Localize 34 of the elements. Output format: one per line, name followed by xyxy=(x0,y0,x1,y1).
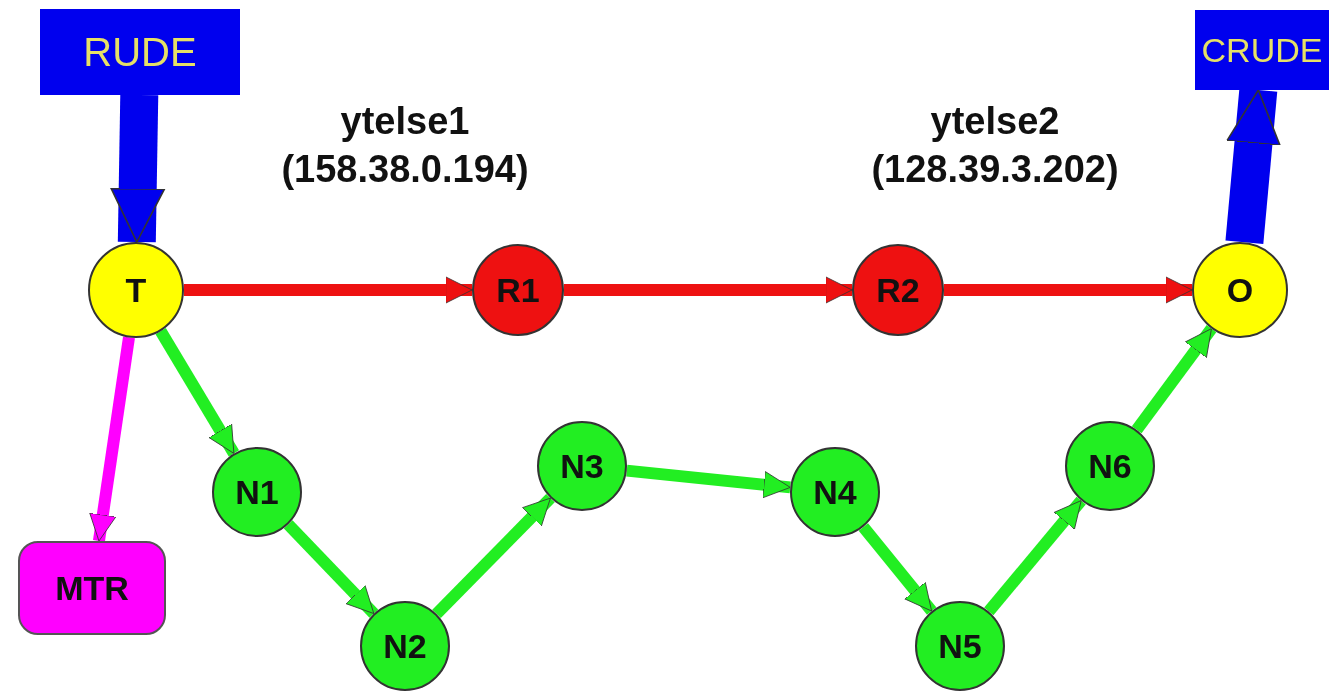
arrow xyxy=(1225,88,1281,244)
arrow xyxy=(858,523,937,615)
node-box xyxy=(18,541,166,635)
node-label: RUDE xyxy=(83,29,197,75)
node-label: R1 xyxy=(496,270,540,310)
arrow xyxy=(944,276,1193,304)
node-circle xyxy=(212,447,302,537)
arrow xyxy=(626,464,791,499)
arrow xyxy=(283,520,379,618)
node-label: N4 xyxy=(813,472,857,512)
arrow xyxy=(155,328,240,457)
node-box xyxy=(40,9,240,95)
arrow xyxy=(432,493,555,619)
arrow xyxy=(984,496,1086,616)
arrow xyxy=(184,276,473,304)
node-label: N5 xyxy=(938,626,982,666)
node-box xyxy=(1195,10,1329,90)
arrow xyxy=(564,276,853,304)
host-label: ytelse2 xyxy=(930,100,1060,143)
node-label: N1 xyxy=(235,472,279,512)
host-label: (128.39.3.202) xyxy=(871,148,1119,191)
arrow xyxy=(1131,325,1217,434)
node-label: T xyxy=(125,270,147,310)
arrow xyxy=(89,336,135,542)
node-label: N6 xyxy=(1088,446,1132,486)
node-label: N2 xyxy=(383,626,427,666)
node-label: MTR xyxy=(55,568,129,608)
node-label: CRUDE xyxy=(1201,30,1323,70)
node-label: O xyxy=(1226,270,1254,310)
host-label: (158.38.0.194) xyxy=(281,148,529,191)
host-label: ytelse1 xyxy=(340,100,470,143)
arrow xyxy=(110,94,166,243)
node-label: R2 xyxy=(876,270,920,310)
node-label: N3 xyxy=(560,446,604,486)
